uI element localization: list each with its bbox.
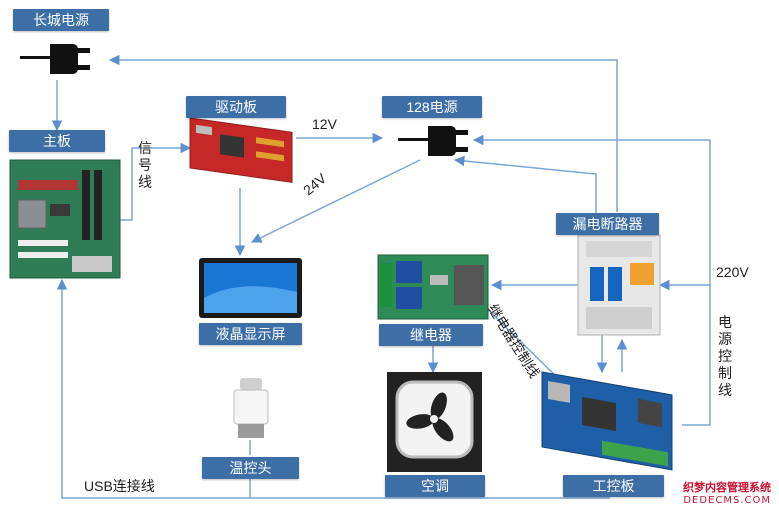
line-24v [251,159,421,243]
plug-icon-128 [398,126,468,156]
watermark-line2: DEDECMS.COM [683,495,771,506]
text-power-control-line: 电源控制线 [718,314,732,398]
label-ipc-board: 工控板 [563,475,664,497]
text-usb-line: USB连接线 [84,478,155,494]
text-12v: 12V [312,116,337,132]
line-breaker-to-greatwall [108,54,618,212]
lcd-image [199,258,302,318]
line-relay-branch [453,155,597,218]
mainboard-image [9,159,121,279]
relay-image [377,254,489,320]
label-mainboard: 主板 [9,130,105,152]
label-great-wall-power: 长城电源 [13,9,109,31]
plug-icon-greatwall [20,44,90,74]
breaker-image [577,234,661,336]
text-signal-line: 信号线 [138,140,152,190]
line-usb [56,278,610,499]
line-power-control [682,140,711,426]
label-relay: 继电器 [379,324,483,346]
aircon-fan-icon [387,372,482,472]
ipc-board-image [541,371,673,471]
label-lcd: 液晶显示屏 [199,323,302,345]
label-power-128: 128电源 [382,96,482,118]
text-220v: 220V [716,264,749,280]
watermark-line1: 织梦内容管理系统 [683,481,771,494]
line-relay-control [477,299,561,381]
connection-lines [51,54,711,499]
temp-head-image [233,378,269,438]
watermark: 织梦内容管理系统 DEDECMS.COM [683,479,771,506]
driver-board-image [189,117,293,183]
label-leakage-breaker: 漏电断路器 [556,213,659,235]
line-signal [120,142,192,221]
label-aircon: 空调 [385,475,485,497]
label-driver-board: 驱动板 [186,96,286,118]
label-temp-head: 温控头 [202,457,299,479]
